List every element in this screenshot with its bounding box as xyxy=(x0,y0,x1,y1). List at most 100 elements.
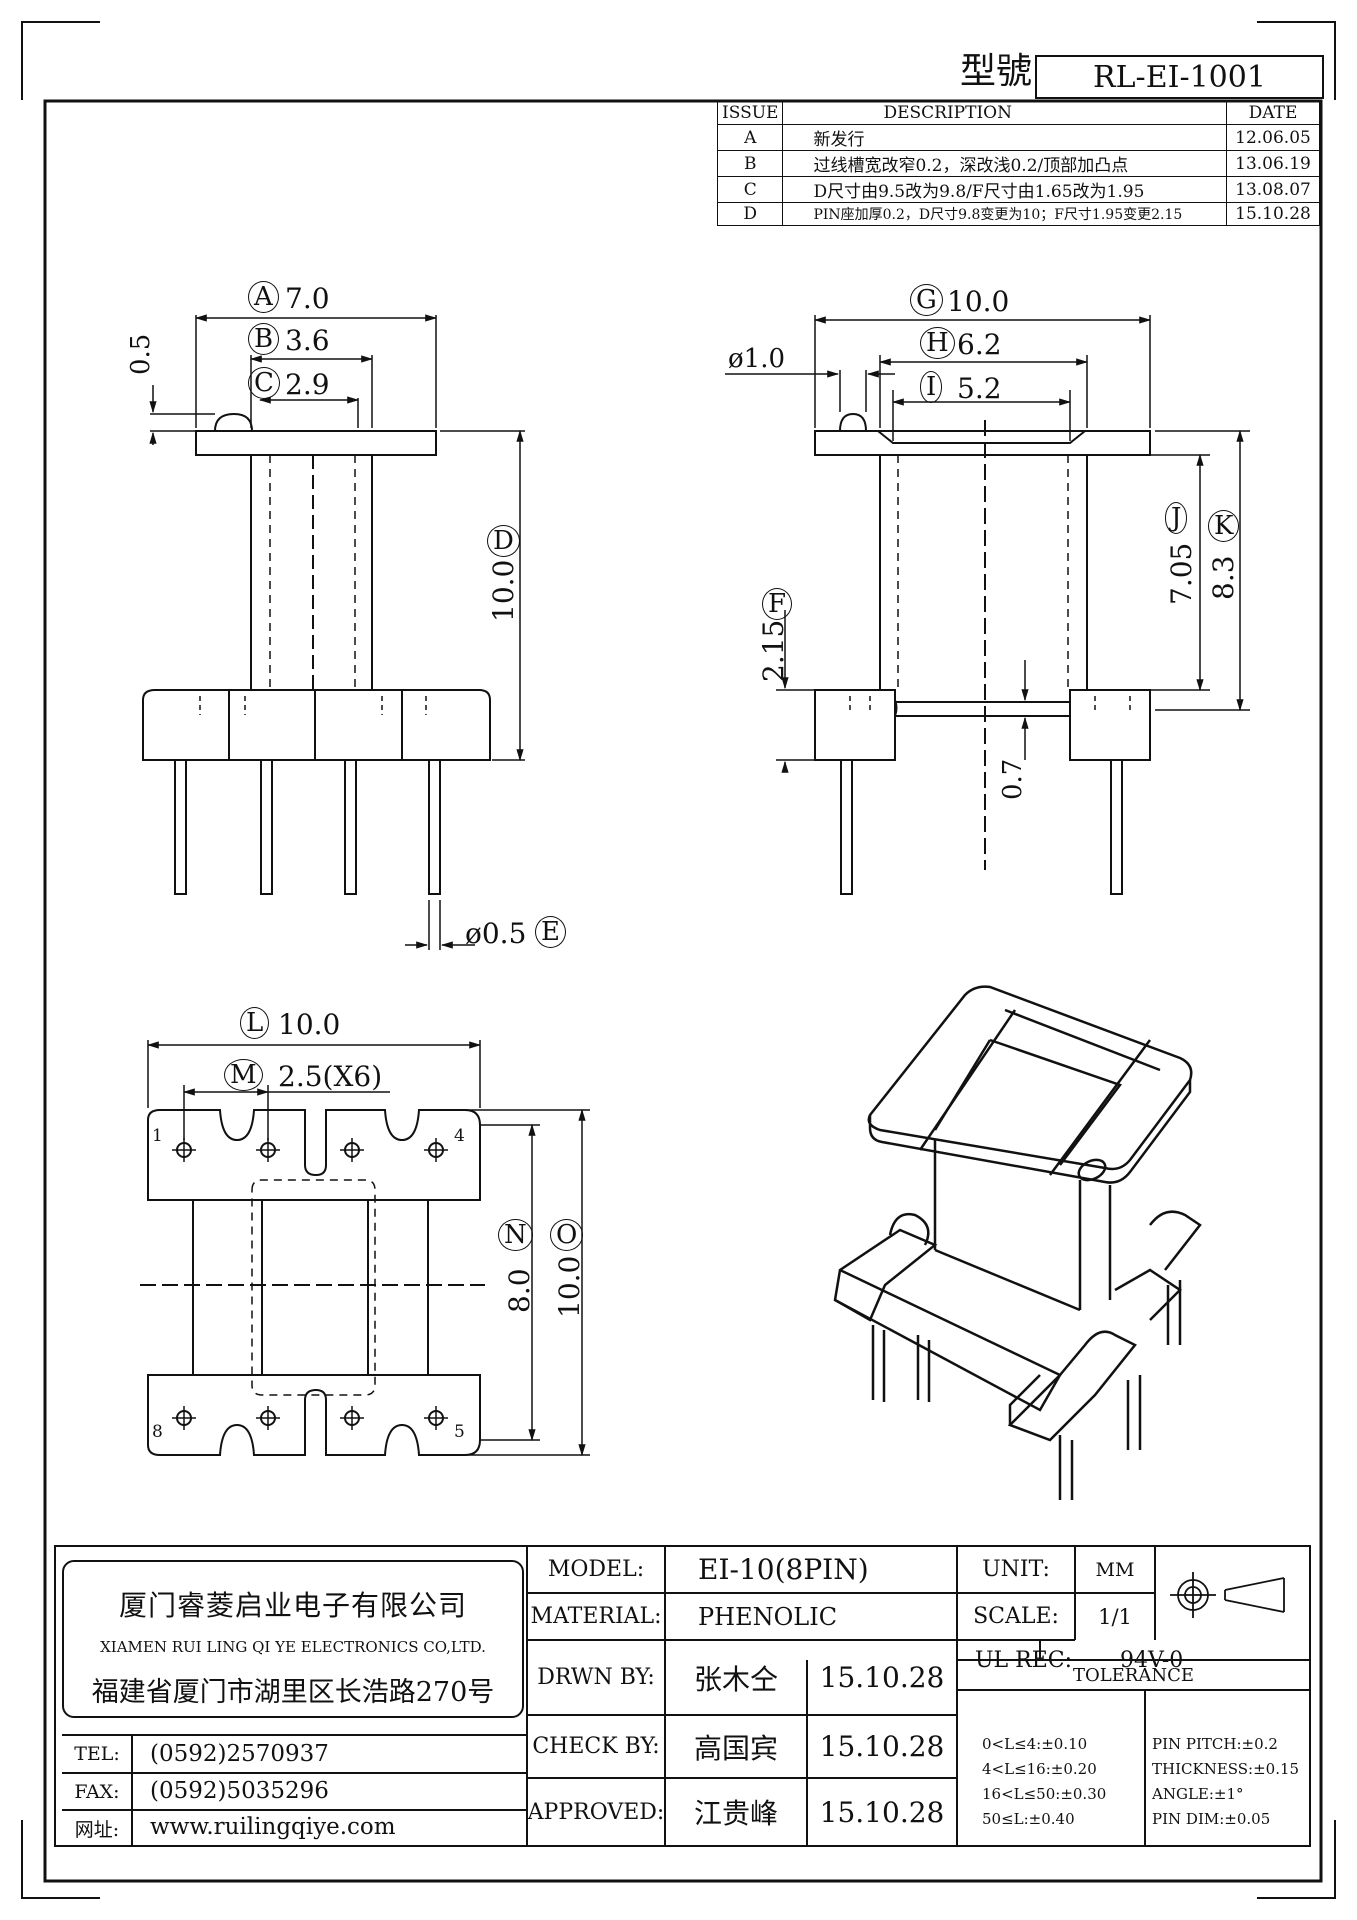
tolerance-list: 0<L≤4:±0.10 4<L≤16:±0.20 16<L≤50:±0.30 5… xyxy=(982,1735,1107,1828)
front-view xyxy=(142,314,525,950)
dim-B-value: 3.6 xyxy=(285,324,330,357)
revision-row: A 新发行 12.06.05 xyxy=(716,124,1320,151)
side-view xyxy=(725,315,1250,895)
dim-N-value: 8.0 xyxy=(503,1268,536,1313)
top-plate xyxy=(147,1109,481,1201)
side-base-right xyxy=(1069,689,1151,761)
bottom-view xyxy=(140,1040,590,1457)
ul-label: UL REC: xyxy=(975,1648,1073,1673)
approved-by: 江贵峰 xyxy=(693,1797,778,1830)
dim-L-value: 10.0 xyxy=(278,1008,341,1041)
dim-D-value: 10.0 xyxy=(487,559,520,622)
dim-E-letter: E xyxy=(535,916,566,948)
dim-base-gap: 0.7 xyxy=(998,758,1028,800)
dim-A-letter: A xyxy=(248,281,279,313)
revision-date: 15.10.28 xyxy=(1226,202,1320,226)
revision-date: 12.06.05 xyxy=(1226,124,1320,151)
drawing-frame xyxy=(21,21,1336,1899)
fax-label: FAX: xyxy=(74,1780,120,1803)
revision-description: 过线槽宽改窄0.2，深改浅0.2/顶部加凸点 xyxy=(782,150,1227,177)
model-number: RL-EI-1001 xyxy=(1035,55,1324,99)
dim-C-value: 2.9 xyxy=(285,368,330,401)
model-label-cell: MODEL: xyxy=(547,1557,645,1582)
dim-I-letter: I xyxy=(920,371,943,403)
revision-table: ISSUE DESCRIPTION DATE A 新发行 12.06.05 B … xyxy=(716,101,1320,226)
dim-H-letter: H xyxy=(920,327,955,359)
drawn-label: DRWN BY: xyxy=(537,1665,655,1690)
check-label: CHECK BY: xyxy=(532,1734,660,1759)
dim-K-value: 8.3 xyxy=(1207,555,1240,600)
pin-holes xyxy=(172,1138,448,1430)
side-base-left xyxy=(814,689,896,761)
check-date: 15.10.28 xyxy=(819,1730,945,1763)
pin-number: 8 xyxy=(152,1422,163,1442)
unit-label: UNIT: xyxy=(982,1557,1050,1582)
isometric-view xyxy=(833,985,1202,1500)
approved-date: 15.10.28 xyxy=(819,1795,945,1829)
drawn-date: 15.10.28 xyxy=(819,1661,945,1694)
pin-number: 5 xyxy=(454,1422,465,1442)
top-flange xyxy=(195,430,437,456)
revision-row: B 过线槽宽改窄0.2，深改浅0.2/顶部加凸点 13.06.19 xyxy=(716,150,1320,177)
dim-D-letter: D xyxy=(487,525,520,557)
dim-H-value: 6.2 xyxy=(957,328,1002,361)
pin-number: 4 xyxy=(454,1126,465,1146)
side-top-flange xyxy=(814,430,1151,456)
scale-label: SCALE: xyxy=(973,1604,1059,1629)
dim-J-value: 7.05 xyxy=(1165,542,1198,605)
dim-diameter: ø1.0 xyxy=(728,344,786,374)
iso-top-flange xyxy=(867,985,1193,1171)
revision-row: D PIN座加厚0.2，D尺寸9.8变更为10；F尺寸1.95变更2.15 15… xyxy=(716,202,1320,226)
dim-L-letter: L xyxy=(240,1007,270,1039)
fax-value: (0592)5035296 xyxy=(150,1778,329,1804)
dim-A-value: 7.0 xyxy=(285,282,330,315)
dim-N-letter: N xyxy=(498,1219,533,1251)
unit-value: MM xyxy=(1095,1558,1135,1581)
dim-M-letter: M xyxy=(224,1059,263,1091)
model-value: EI-10(8PIN) xyxy=(698,1553,869,1586)
dim-O-letter: O xyxy=(550,1219,584,1251)
tolerance-label: TOLERANCE xyxy=(1072,1664,1195,1686)
revision-date: 13.08.07 xyxy=(1226,176,1320,203)
revision-issue: B xyxy=(716,150,784,177)
projection-symbol-icon xyxy=(1170,1572,1285,1618)
material-label: MATERIAL: xyxy=(530,1604,662,1629)
drawn-by: 张木仝 xyxy=(693,1662,778,1696)
dim-F-value: 2.15 xyxy=(757,619,790,682)
tel-label: TEL: xyxy=(74,1743,120,1765)
dim-B-letter: B xyxy=(248,323,280,355)
revision-issue: D xyxy=(716,202,784,226)
spec-list: PIN PITCH:±0.2 THICKNESS:±0.15 ANGLE:±1°… xyxy=(1152,1735,1300,1828)
base-block xyxy=(142,689,491,761)
revision-issue: C xyxy=(716,176,784,203)
dim-F-letter: F xyxy=(762,588,793,620)
material-value: PHENOLIC xyxy=(698,1603,838,1631)
dim-E-value: ø0.5 xyxy=(465,917,527,950)
model-label: 型號 xyxy=(960,51,1033,92)
revision-description: PIN座加厚0.2，D尺寸9.8变更为10；F尺寸1.95变更2.15 xyxy=(782,202,1227,226)
dim-top-bump: 0.5 xyxy=(126,333,156,375)
pins xyxy=(174,759,441,895)
dim-G-value: 10.0 xyxy=(947,285,1010,318)
scale-value: 1/1 xyxy=(1098,1604,1132,1629)
dim-O-value: 10.0 xyxy=(553,1255,586,1318)
dim-K-letter: K xyxy=(1208,510,1240,542)
check-by: 高国宾 xyxy=(693,1731,778,1765)
approved-label: APPROVED: xyxy=(527,1799,665,1825)
ul-value: 94V-0 xyxy=(1120,1648,1184,1673)
bottom-plate xyxy=(147,1374,481,1456)
dim-I-value: 5.2 xyxy=(957,372,1002,405)
title-block xyxy=(54,1545,1311,1847)
dim-M-value: 2.5(X6) xyxy=(278,1060,383,1093)
dim-G-letter: G xyxy=(910,284,943,316)
top-bump xyxy=(214,412,253,432)
dim-C-letter: C xyxy=(248,367,280,399)
pin-number: 1 xyxy=(152,1126,163,1146)
web-value: www.ruilingqiye.com xyxy=(150,1814,396,1840)
dim-J-letter: J xyxy=(1165,502,1188,534)
company-block: 厦门睿菱启业电子有限公司 XIAMEN RUI LING QI YE ELECT… xyxy=(62,1560,524,1718)
tel-value: (0592)2570937 xyxy=(150,1741,329,1767)
issue-header: ISSUE xyxy=(716,101,784,125)
company-name-cn: 厦门睿菱启业电子有限公司 xyxy=(118,1589,467,1622)
